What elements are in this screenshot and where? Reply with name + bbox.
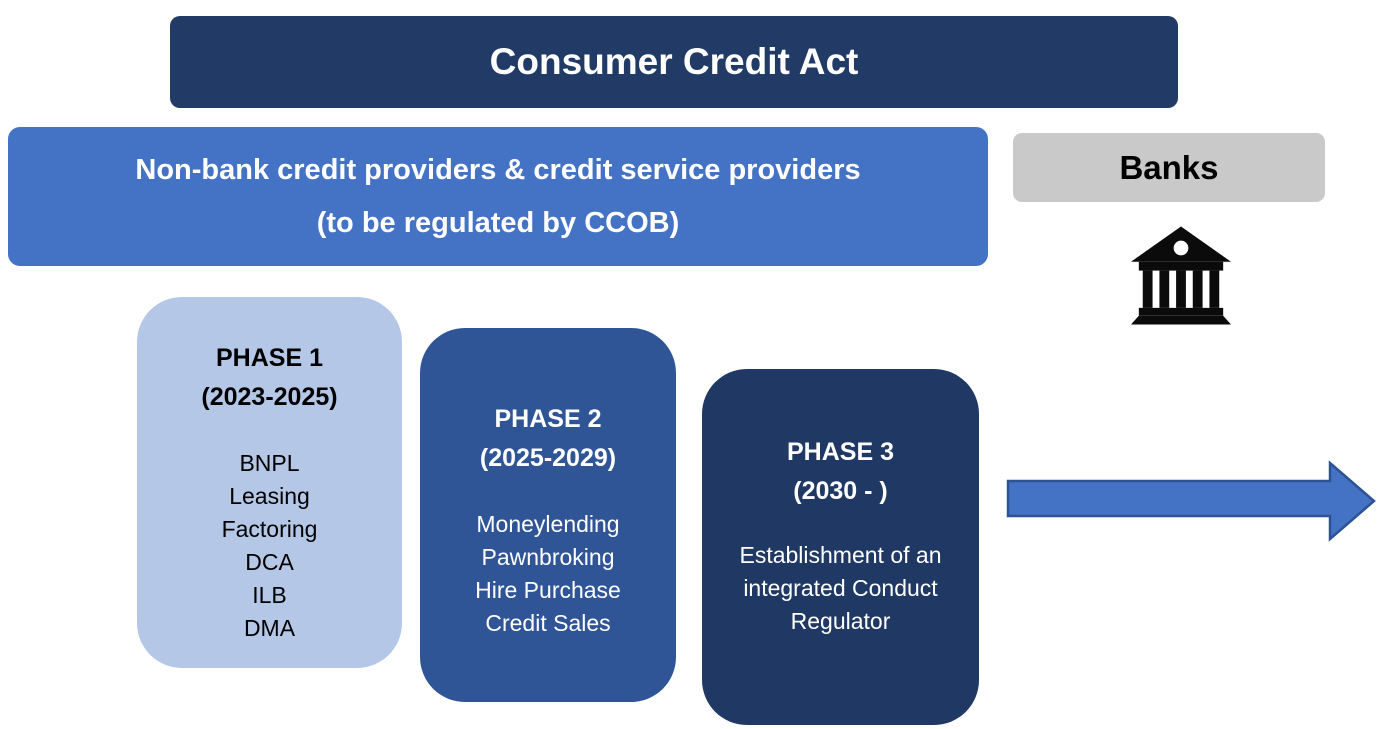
phase-1-item: Leasing	[229, 483, 310, 509]
phase-2-item: Credit Sales	[485, 610, 611, 636]
phase-3-title: PHASE 3	[787, 438, 894, 466]
banks-label: Banks	[1119, 148, 1219, 186]
timeline-arrow	[1006, 460, 1376, 542]
phase-1-item: BNPL	[239, 450, 300, 476]
consumer-credit-act-label: Consumer Credit Act	[489, 41, 859, 82]
phase-1-items: BNPL Leasing Factoring DCA ILB DMA	[137, 447, 402, 645]
nonbank-providers-line2: (to be regulated by CCOB)	[316, 206, 680, 239]
phase-1-item: DCA	[245, 549, 294, 575]
phase-2-title: PHASE 2	[494, 405, 602, 433]
phase-3-title-block: PHASE 3 (2030 - )	[702, 433, 979, 511]
phase-2-title-block: PHASE 2 (2025-2029)	[420, 400, 676, 478]
nonbank-providers-line1: Non-bank credit providers & credit servi…	[135, 153, 861, 186]
phase-1-item: ILB	[252, 582, 287, 608]
phase-2-period: (2025-2029)	[479, 444, 617, 472]
phase-1-period: (2023-2025)	[201, 383, 338, 411]
phase-2-item: Hire Purchase	[475, 577, 621, 603]
timeline-arrow-shape	[1006, 460, 1376, 542]
phase-1-item: DMA	[243, 615, 296, 641]
consumer-credit-act-banner: Consumer Credit Act	[170, 16, 1178, 108]
phase-1-title-block: PHASE 1 (2023-2025)	[137, 339, 402, 417]
phase-1-title: PHASE 1	[216, 344, 323, 372]
bank-icon-pediment-dot	[1173, 240, 1189, 256]
phase-3-box: PHASE 3 (2030 - ) Establishment of an in…	[702, 369, 979, 725]
phase-3-description: Establishment of an integrated Conduct R…	[739, 542, 942, 634]
nonbank-providers-banner: Non-bank credit providers & credit servi…	[8, 127, 988, 266]
phase-2-box: PHASE 2 (2025-2029) Moneylending Pawnbro…	[420, 328, 676, 702]
phase-2-items: Moneylending Pawnbroking Hire Purchase C…	[420, 508, 676, 640]
phase-2-item: Moneylending	[476, 511, 620, 537]
banks-box: Banks	[1013, 133, 1325, 202]
phase-1-box: PHASE 1 (2023-2025) BNPL Leasing Factori…	[137, 297, 402, 668]
phase-1-item: Factoring	[221, 516, 318, 542]
phase-3-period: (2030 - )	[793, 477, 888, 505]
phase-2-item: Pawnbroking	[481, 544, 615, 570]
bank-building-icon	[1130, 226, 1232, 325]
